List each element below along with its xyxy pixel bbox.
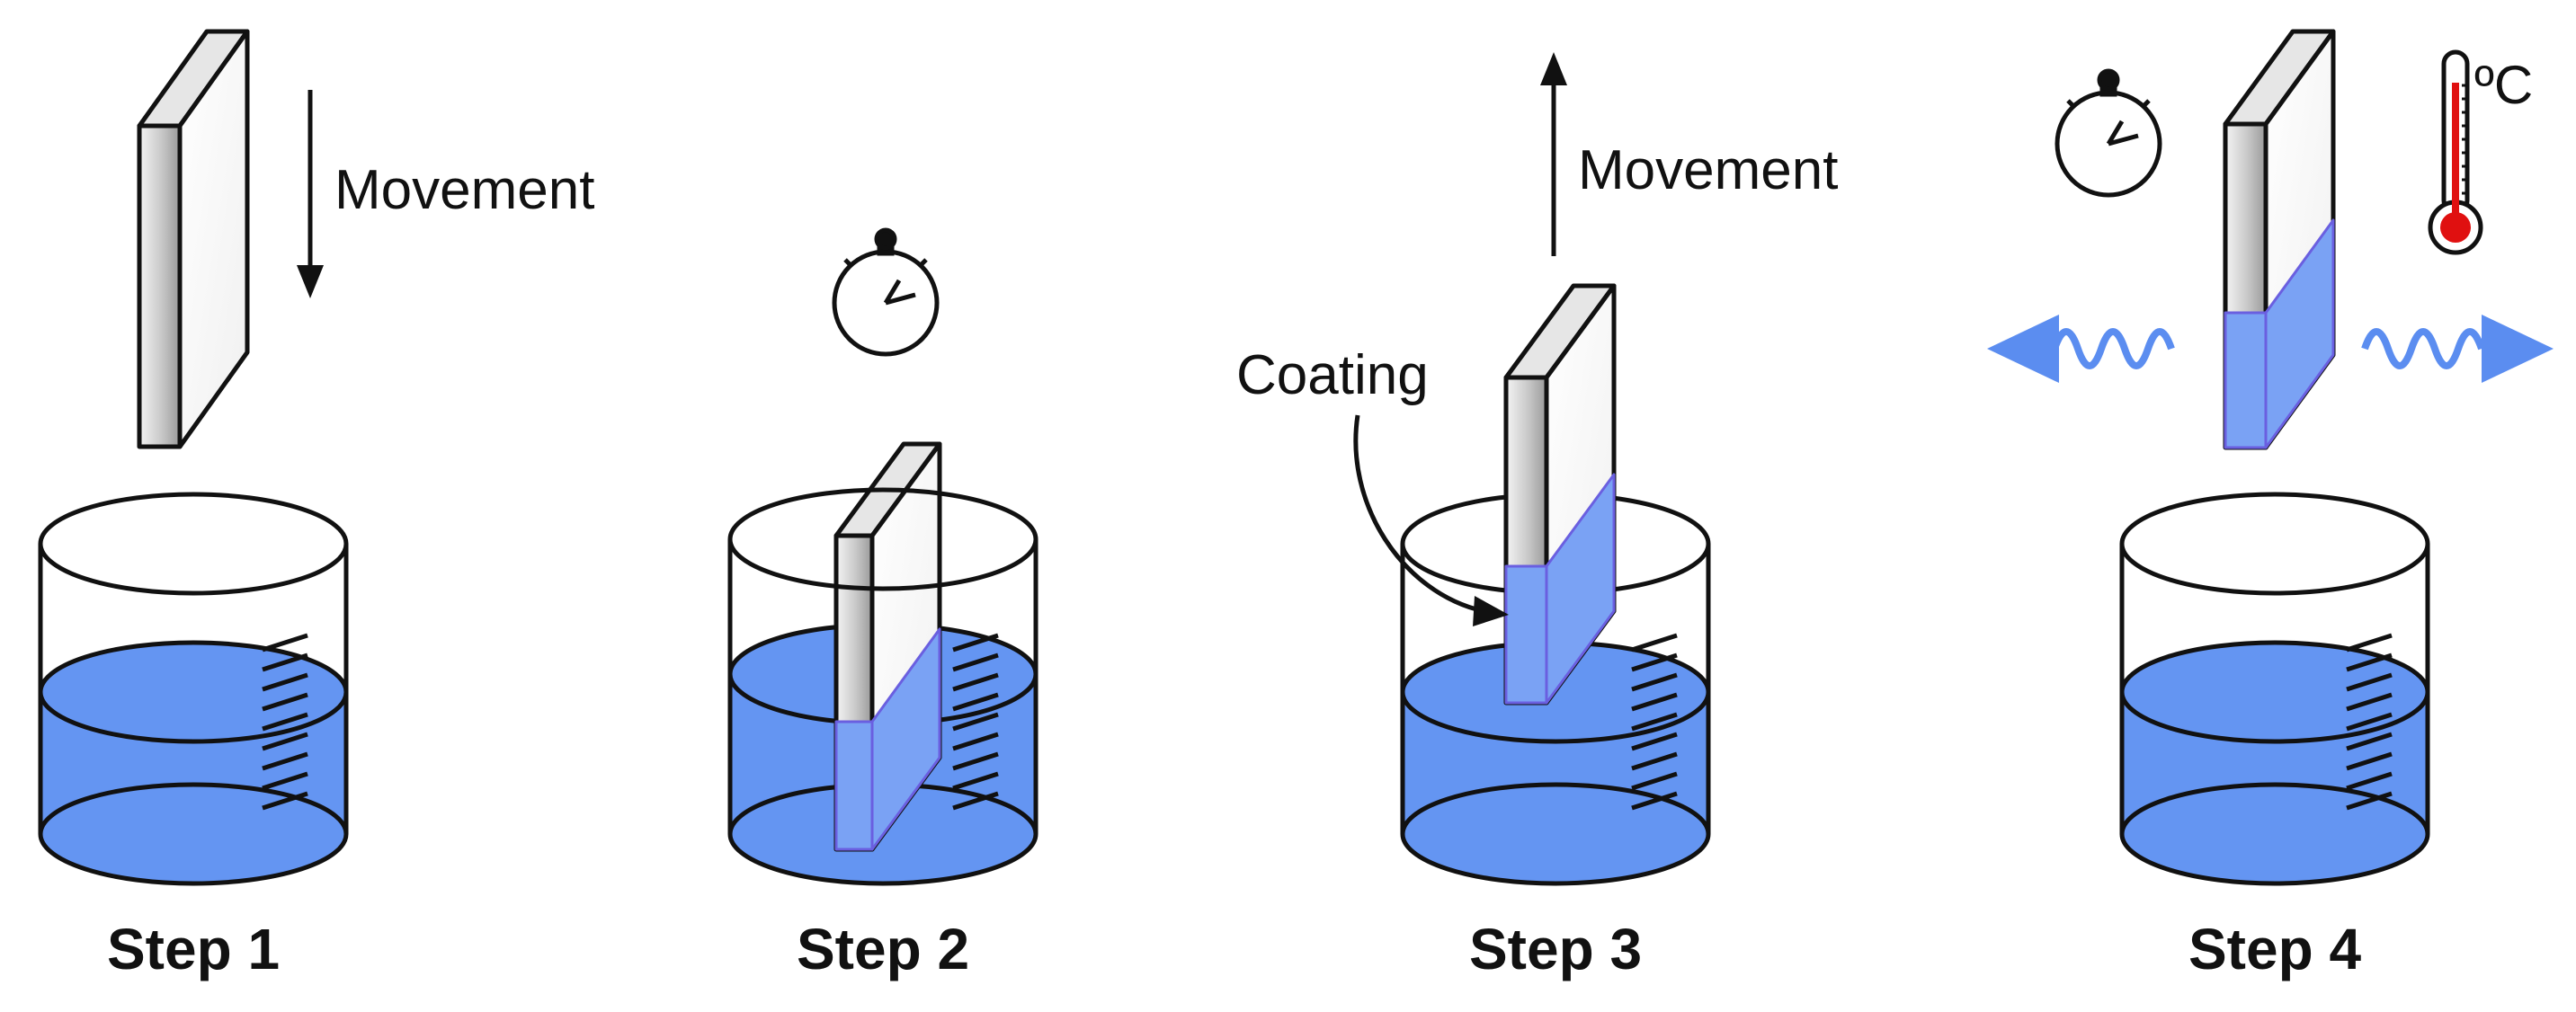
step-3-group: Movement Coating: [1236, 52, 1838, 981]
step-1-group: Movement Step 1: [38, 29, 594, 981]
graduation-marks: [262, 633, 308, 811]
beaker: [38, 492, 349, 886]
movement-down-arrow: [297, 90, 324, 298]
beaker: [2119, 492, 2430, 886]
step-2-group: Step 2: [727, 227, 1038, 981]
slide: [2223, 29, 2336, 450]
step-1-label: Step 1: [107, 917, 280, 981]
step-4-group: ºC: [1987, 29, 2554, 981]
graduation-marks: [2346, 633, 2393, 811]
graduation-marks: [952, 633, 999, 811]
stopwatch-icon: [832, 227, 940, 357]
coating-label: Coating: [1236, 344, 1429, 406]
movement-up-arrow: [1540, 52, 1567, 256]
wave-arrow-left-icon: [1987, 315, 2175, 383]
wave-arrow-right-icon: [2361, 315, 2554, 383]
step-3-label: Step 3: [1469, 917, 1642, 981]
movement-label: Movement: [334, 159, 594, 221]
slide: [1503, 283, 1617, 706]
slide: [137, 29, 250, 449]
beaker: [727, 487, 1038, 834]
step-2-label: Step 2: [797, 917, 969, 981]
coating-arrow: [1353, 414, 1509, 626]
slide: [833, 441, 942, 852]
movement-label: Movement: [1578, 139, 1838, 201]
temperature-unit-label: ºC: [2474, 55, 2533, 115]
graduation-marks: [1631, 633, 1678, 811]
step-4-label: Step 4: [2188, 917, 2361, 981]
thermometer-icon: [2428, 49, 2483, 255]
stopwatch-icon: [2055, 68, 2162, 198]
beaker: [1400, 544, 1711, 834]
